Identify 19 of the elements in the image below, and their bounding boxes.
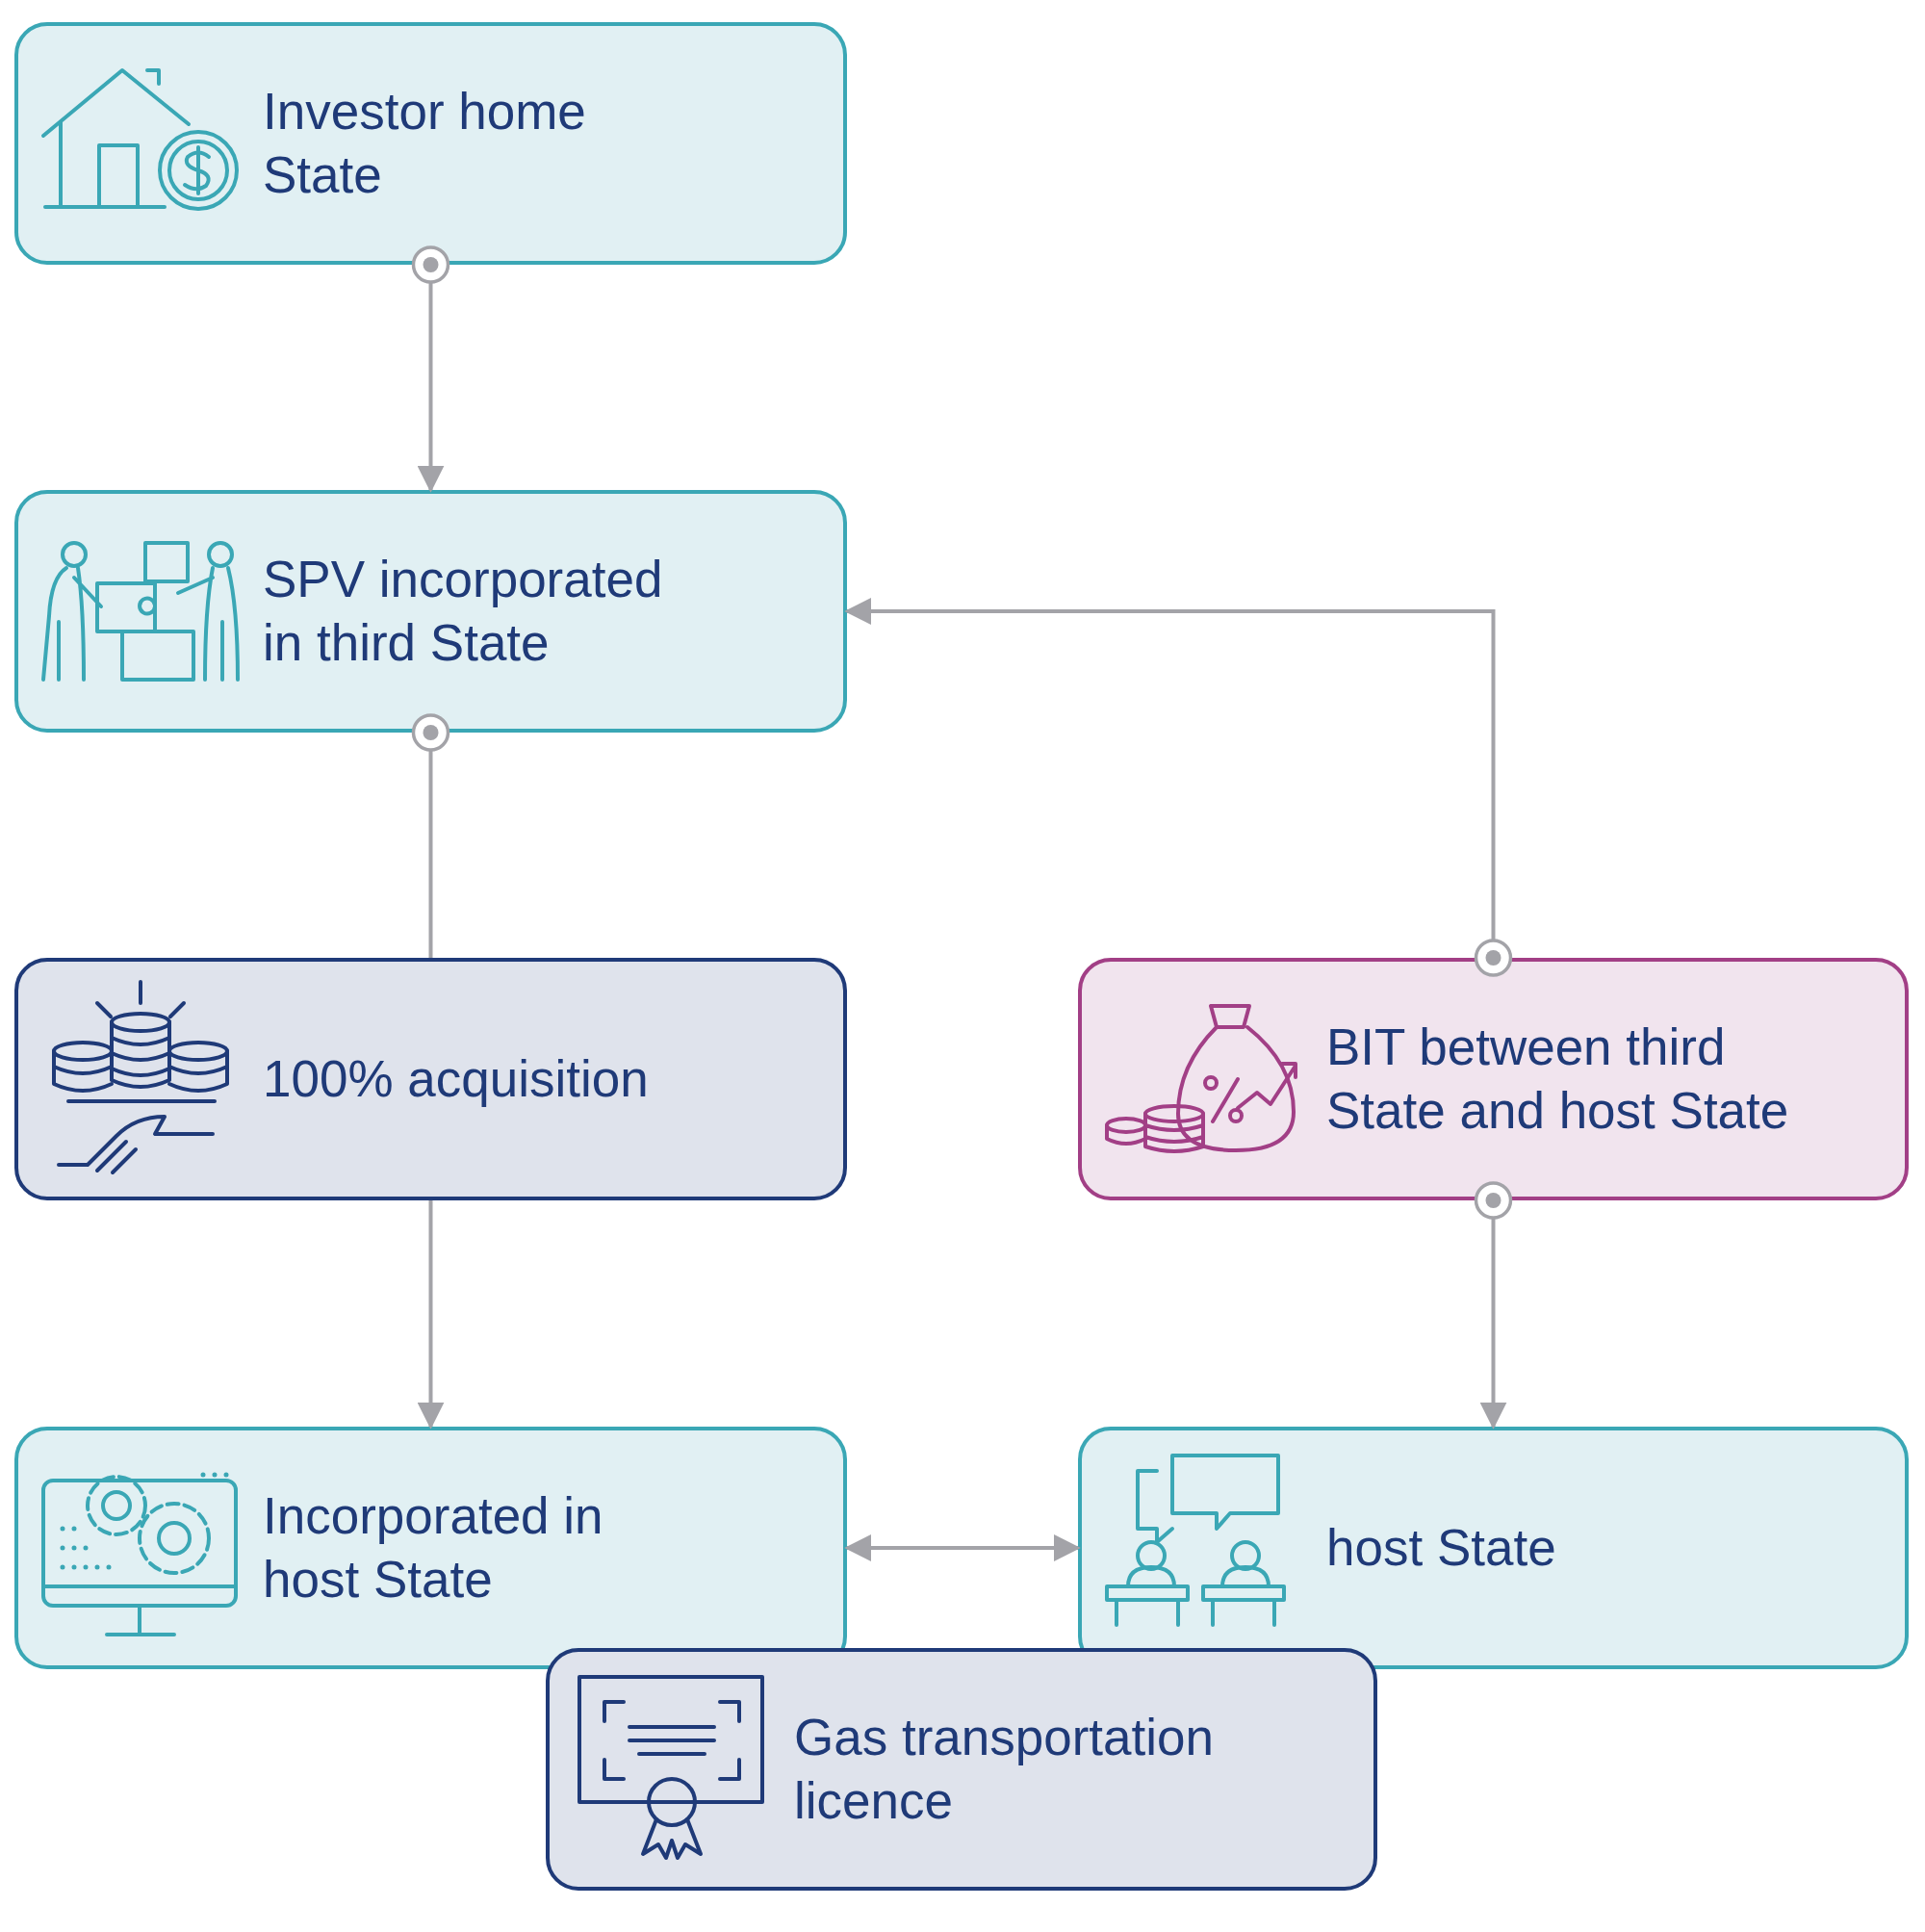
- node-label: Investor home State: [263, 82, 587, 205]
- node-box: [14, 490, 847, 733]
- node-box: [14, 958, 847, 1200]
- node-box: [14, 22, 847, 265]
- node-label: host State: [1326, 1518, 1556, 1578]
- connector-arrow: [411, 245, 450, 493]
- connector-arrow: [844, 598, 1513, 977]
- connector-arrow: [844, 1534, 1081, 1561]
- node-label: Gas transportation licence: [794, 1708, 1215, 1831]
- node-box: [1078, 1427, 1909, 1669]
- node-box: [14, 1427, 847, 1669]
- node-label: SPV incorporated in third State: [263, 550, 664, 673]
- connector-arrow: [417, 1200, 445, 1430]
- node-label: BIT between third State and host State: [1326, 1018, 1790, 1141]
- node-label: Incorporated in host State: [263, 1486, 604, 1610]
- node-box: [546, 1648, 1377, 1891]
- node-box: [1078, 958, 1909, 1200]
- connector-arrow: [1474, 1181, 1513, 1430]
- node-label: 100% acquisition: [263, 1049, 649, 1109]
